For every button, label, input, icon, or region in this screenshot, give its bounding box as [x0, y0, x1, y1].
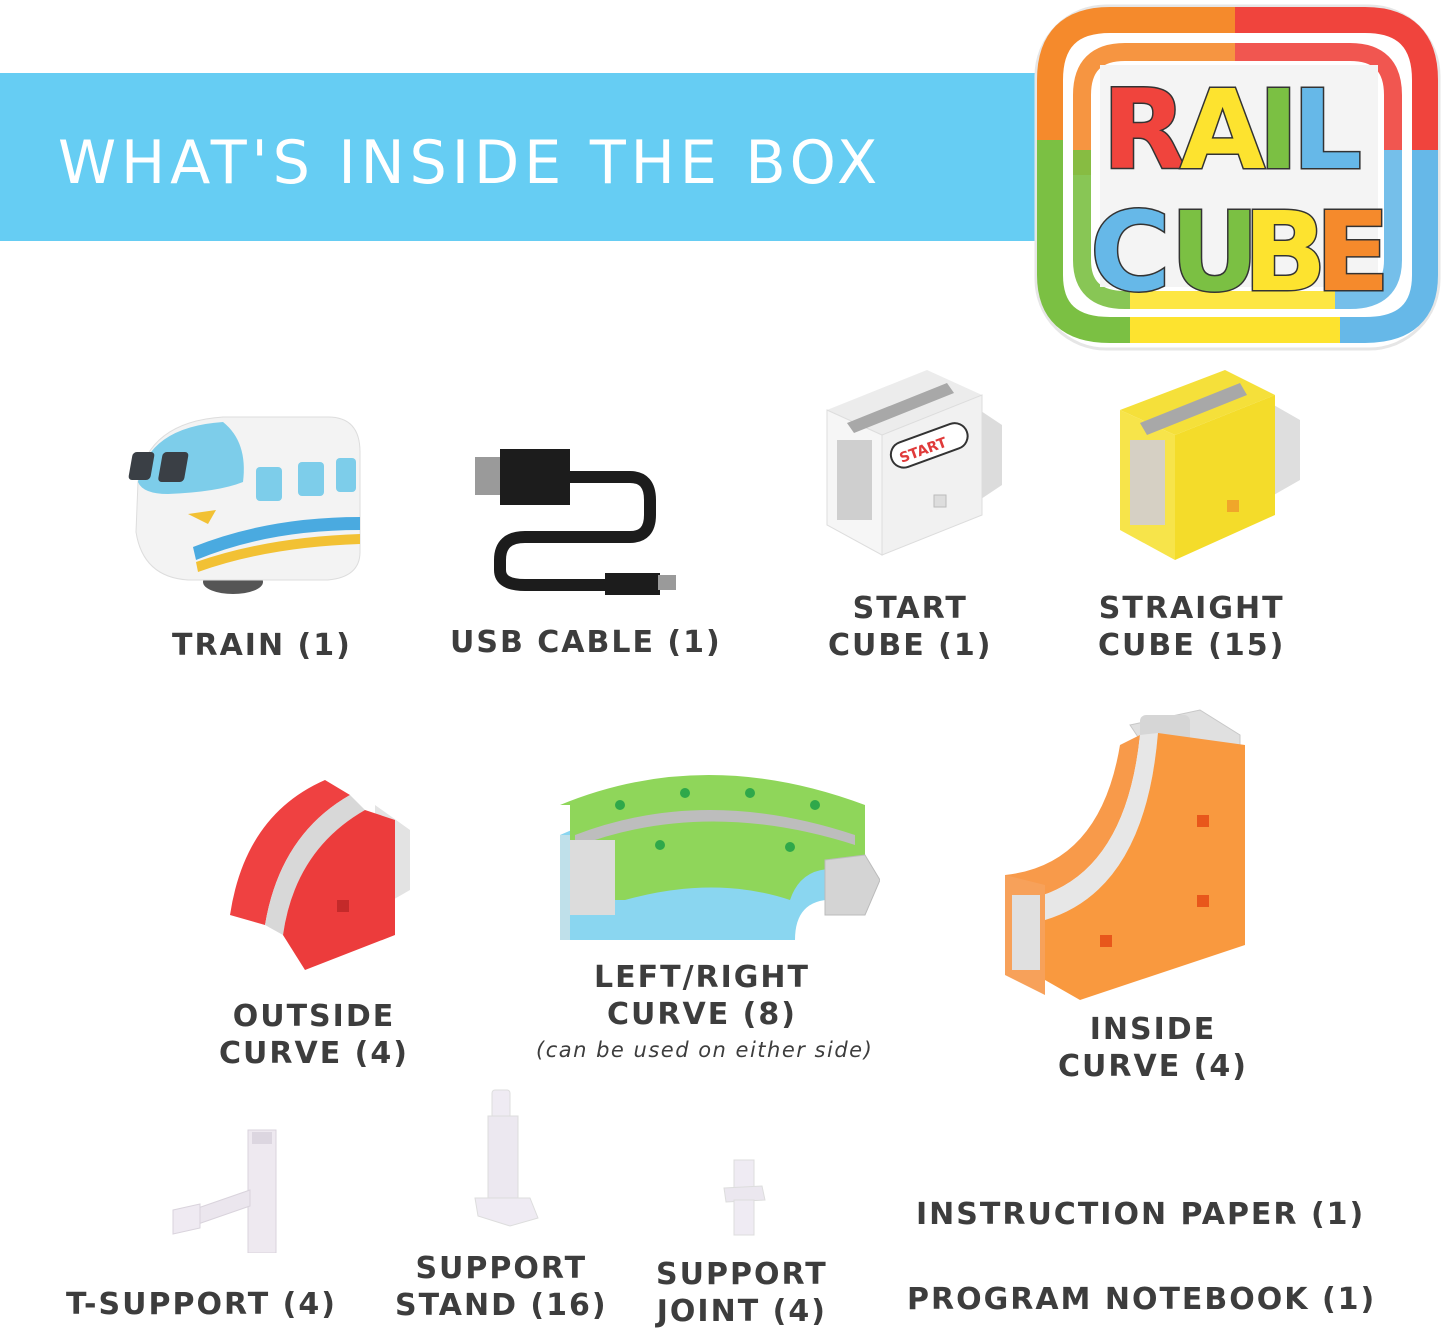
label-line: OUTSIDE	[232, 999, 396, 1034]
item-label-outside-curve: OUTSIDE CURVE (4)	[219, 998, 409, 1072]
straight-cube-icon	[1115, 365, 1305, 565]
svg-text:C: C	[1090, 188, 1171, 316]
item-label-instruction-paper: INSTRUCTION PAPER (1)	[916, 1197, 1366, 1232]
item-note-either-side: (can be used on either side)	[536, 1038, 874, 1062]
label-line: CURVE (4)	[1058, 1049, 1248, 1084]
logo-letter-r: R	[1102, 66, 1187, 194]
t-support-icon	[168, 1128, 288, 1253]
item-label-usb-cable: USB CABLE (1)	[450, 625, 722, 660]
label-line: CURVE (8)	[607, 997, 797, 1032]
label-line: CUBE (15)	[1098, 628, 1286, 663]
label-line: CUBE (1)	[828, 628, 993, 663]
svg-text:I: I	[1258, 66, 1299, 194]
inside-curve-icon	[1000, 705, 1250, 1005]
label-line: STRAIGHT	[1098, 591, 1285, 626]
label-line: STAND (16)	[395, 1288, 608, 1323]
support-stand-icon	[470, 1088, 545, 1228]
label-line: CURVE (4)	[219, 1036, 409, 1071]
label-line: INSIDE	[1089, 1012, 1217, 1047]
svg-text:E: E	[1315, 188, 1390, 316]
usb-cable-icon	[470, 445, 685, 595]
header-banner	[0, 73, 1040, 241]
item-label-straight-cube: STRAIGHT CUBE (15)	[1098, 590, 1285, 664]
label-line: START	[852, 591, 968, 626]
svg-text:B: B	[1243, 188, 1327, 316]
rail-cube-logo: R A I L C U B E	[1030, 0, 1445, 355]
label-line: SUPPORT	[656, 1257, 828, 1292]
support-joint-icon	[722, 1158, 767, 1238]
page-title: WHAT'S INSIDE THE BOX	[58, 128, 883, 198]
item-label-program-notebook: PROGRAM NOTEBOOK (1)	[907, 1282, 1377, 1317]
label-line: LEFT/RIGHT	[594, 960, 810, 995]
item-label-support-stand: SUPPORT STAND (16)	[395, 1250, 608, 1324]
start-cube-icon: START	[822, 365, 1007, 560]
item-label-t-support: T-SUPPORT (4)	[66, 1287, 337, 1322]
item-label-inside-curve: INSIDE CURVE (4)	[1058, 1011, 1248, 1085]
svg-text:L: L	[1292, 66, 1362, 194]
label-line: SUPPORT	[415, 1251, 588, 1286]
svg-text:A: A	[1180, 66, 1265, 194]
item-label-support-joint: SUPPORT JOINT (4)	[656, 1256, 828, 1330]
item-label-train: TRAIN (1)	[172, 628, 352, 663]
item-label-start-cube: START CUBE (1)	[828, 590, 992, 664]
label-line: JOINT (4)	[656, 1294, 827, 1329]
item-label-left-right-curve: LEFT/RIGHT CURVE (8)	[594, 959, 810, 1033]
svg-text:U: U	[1170, 188, 1259, 316]
train-icon	[128, 412, 363, 597]
outside-curve-icon	[225, 775, 415, 970]
left-right-curve-icon	[555, 775, 880, 945]
